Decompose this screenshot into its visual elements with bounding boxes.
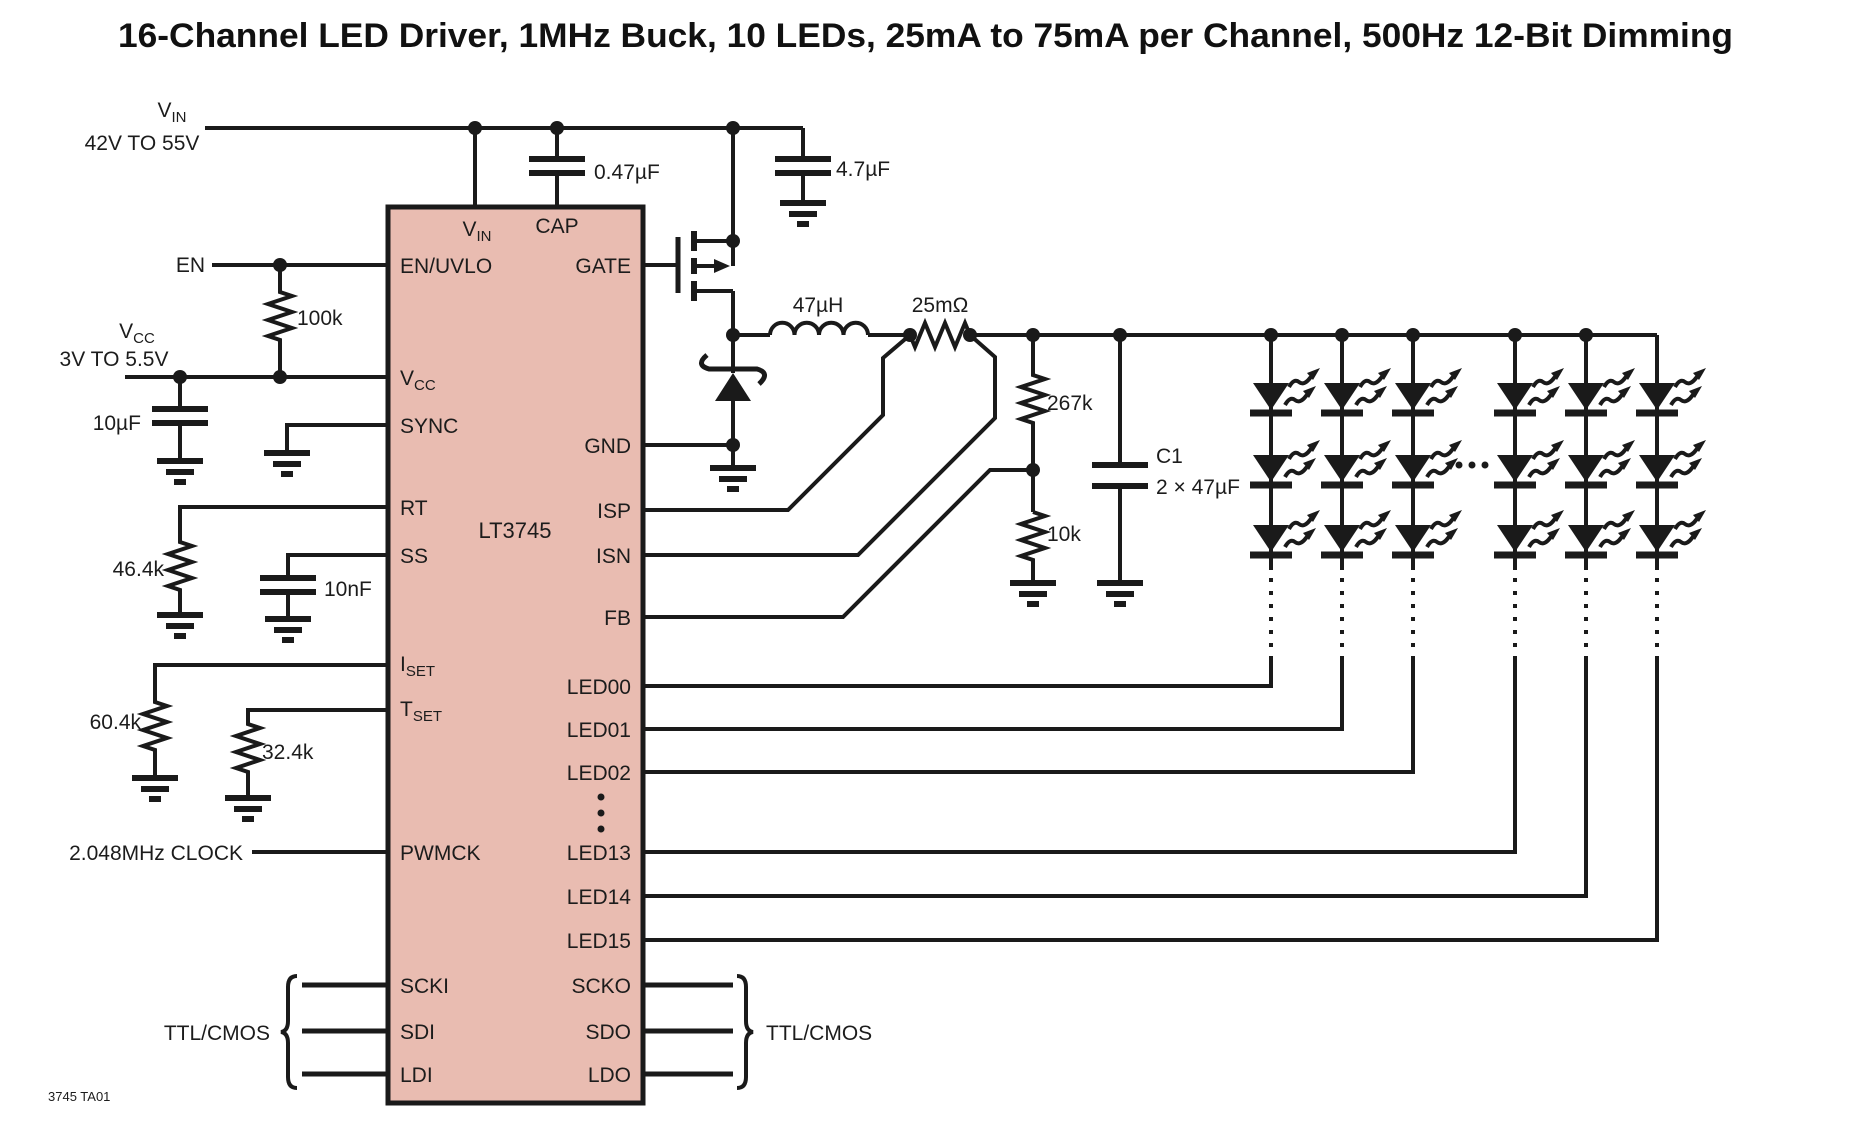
resistor-267k-label: 267k — [1047, 392, 1093, 415]
capacitor-10nf-label: 10nF — [324, 578, 372, 601]
pin-label-ldo: LDO — [588, 1064, 631, 1087]
clock-label: 2.048MHz CLOCK — [69, 842, 243, 865]
resistor-46.4k-label: 46.4k — [113, 558, 165, 581]
pin-label-led15: LED15 — [567, 930, 631, 953]
pin-label-isp: ISP — [597, 500, 631, 523]
capacitor-c1-value: 2 × 47µF — [1156, 476, 1240, 499]
vcc-range-label: 3V TO 5.5V — [60, 348, 169, 371]
pin-label-vcc: VCC — [400, 367, 436, 394]
en-label: EN — [176, 254, 205, 277]
ic-body-lt3745 — [385, 204, 646, 1106]
pin-label-cap: CAP — [535, 215, 578, 238]
led-pins-ellipsis — [597, 793, 605, 833]
resistor-10k-label: 10k — [1047, 523, 1081, 546]
resistor-60.4k-label: 60.4k — [90, 711, 142, 734]
resistor-60.4k — [132, 663, 388, 799]
pin-label-sdi: SDI — [400, 1021, 435, 1044]
serial-output-wires — [643, 974, 754, 1090]
brace-right — [736, 974, 754, 1090]
capacitor-10uf-label: 10µF — [93, 412, 141, 435]
pin-label-ldi: LDI — [400, 1064, 433, 1087]
fb-line — [643, 468, 1033, 619]
pin-label-scki: SCKI — [400, 975, 449, 998]
pin-label-iset: ISET — [400, 653, 435, 680]
sense-resistor-label: 25mΩ — [912, 294, 969, 317]
capacitor-0.47uf-label: 0.47µF — [594, 161, 660, 184]
resistor-100k-label: 100k — [297, 307, 343, 330]
resistor-100k — [261, 265, 299, 384]
brace-left — [280, 974, 298, 1090]
pin-label-led00: LED00 — [567, 676, 631, 699]
pmos-switch — [643, 128, 740, 335]
inductor-label: 47µH — [793, 294, 844, 317]
page-title: 16-Channel LED Driver, 1MHz Buck, 10 LED… — [118, 17, 1733, 55]
pin-label-led02: LED02 — [567, 762, 631, 785]
resistor-10k — [1010, 510, 1056, 604]
ttl-cmos-right-label: TTL/CMOS — [766, 1022, 872, 1045]
capacitor-10uf — [152, 377, 208, 482]
vin-rail — [205, 121, 803, 207]
sense-resistor-25mohm — [903, 317, 977, 353]
led-columns-ellipsis — [1455, 461, 1489, 469]
isn-sense-line — [643, 333, 997, 557]
pin-label-gnd: GND — [584, 435, 631, 458]
vin-source-label: VIN — [157, 99, 186, 126]
pin-label-gate: GATE — [575, 255, 631, 278]
vcc-rail — [125, 370, 388, 384]
serial-input-wires — [280, 974, 388, 1090]
pin-label-isn: ISN — [596, 545, 631, 568]
pin-label-en-uvlo: EN/UVLO — [400, 255, 492, 278]
resistor-32.4k-label: 32.4k — [262, 741, 314, 764]
vin-range-label: 42V TO 55V — [85, 132, 200, 155]
led-string-column-1 — [643, 328, 1322, 688]
pin-label-vin: VIN — [462, 218, 491, 245]
led-string-column-5 — [643, 328, 1637, 898]
pin-label-scko: SCKO — [571, 975, 631, 998]
resistor-267k — [1014, 328, 1052, 512]
pin-label-fb: FB — [604, 607, 631, 630]
en-net — [212, 258, 388, 272]
isp-sense-line — [643, 333, 912, 512]
pin-label-led01: LED01 — [567, 719, 631, 742]
vcc-source-label: VCC — [119, 320, 155, 347]
pin-label-led13: LED13 — [567, 842, 631, 865]
capacitor-10nf — [260, 553, 388, 640]
resistor-32.4k — [225, 708, 388, 819]
figure-note: 3745 TA01 — [48, 1089, 110, 1104]
capacitor-c1 — [1092, 328, 1148, 604]
led-string-column-4 — [643, 328, 1566, 854]
ttl-cmos-left-label: TTL/CMOS — [164, 1022, 270, 1045]
led-string-column-2 — [643, 328, 1393, 731]
inductor-47uh — [726, 320, 910, 342]
pin-label-pwmck: PWMCK — [400, 842, 481, 865]
pin-label-ss: SS — [400, 545, 428, 568]
capacitor-4.7uf-label: 4.7µF — [836, 158, 890, 181]
resistor-46.4k — [157, 505, 388, 636]
capacitor-0.47uf — [529, 128, 585, 207]
pin-label-tset: TSET — [400, 698, 442, 725]
pin-label-rt: RT — [400, 497, 428, 520]
pin-label-led14: LED14 — [567, 886, 632, 909]
sync-net — [264, 423, 388, 474]
ic-part-number: LT3745 — [479, 518, 552, 543]
led-string-column-6 — [643, 335, 1708, 942]
pin-label-sync: SYNC — [400, 415, 458, 438]
capacitor-4.7uf — [775, 128, 831, 224]
schottky-diode — [643, 335, 767, 489]
capacitor-c1-name: C1 — [1156, 445, 1183, 468]
led-string-column-3 — [643, 328, 1464, 774]
pin-label-sdo: SDO — [585, 1021, 631, 1044]
